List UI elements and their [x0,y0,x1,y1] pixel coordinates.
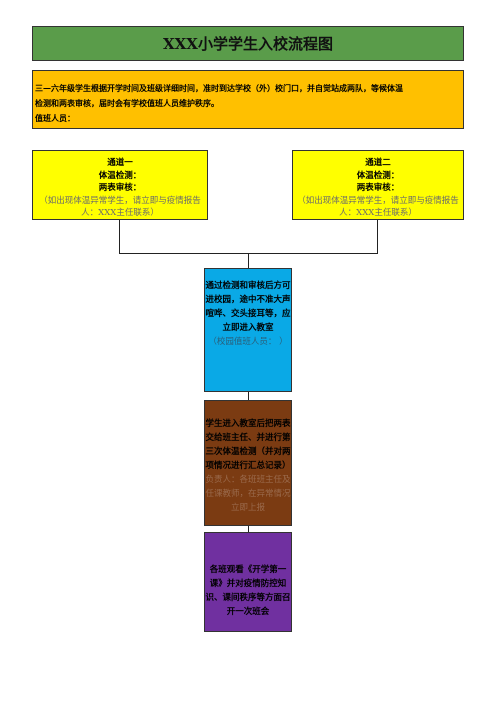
channel-2-temp-check: 体温检测： [356,170,400,181]
step-2-box: 学生进入教室后把两表交给班主任、并进行第三次体温检测（并对两项情况进行汇总记录）… [204,400,292,526]
step-3-text: 各班观看《开学第一课》并对疫情防控知识、课间秩序等方面召开一次班会 [205,565,291,617]
flowchart-title: XXX小学学生入校流程图 [163,35,333,53]
connector-to-step-1 [248,253,249,268]
channel-2-form-review: 两表审核： [356,183,400,193]
flowchart-title-box: XXX小学学生入校流程图 [32,26,464,61]
connector-step-1-to-2 [248,392,249,400]
channel-1-name: 通道一 [107,158,133,168]
connector-channel-1-down [119,220,120,254]
intro-line-3: 值班人员： [35,113,75,123]
channel-1-form-review: 两表审核： [98,183,142,193]
step-2-text: 学生进入教室后把两表交给班主任、并进行第三次体温检测（并对两项情况进行汇总记录） [205,419,291,471]
channel-2-note: （如出现体温异常学生，请立即与疫情报告人：XXX主任联系） [297,195,459,219]
step-3-box: 各班观看《开学第一课》并对疫情防控知识、课间秩序等方面召开一次班会 [204,532,292,632]
channel-1-note: （如出现体温异常学生，请立即与疫情报告人：XXX主任联系） [39,195,201,219]
step-1-box: 通过检测和审核后方可进校园，途中不准大声喧哗、交头接耳等，应立即进入教室 （校园… [204,268,292,392]
step-2-note: 负责人：各班班主任及任课教师，在异常情况立即上报 [205,475,291,513]
intro-line-1: 三—六年级学生根据开学时间及班级详细时间，准时到达学校（外）校门口，并自觉站成两… [35,83,403,93]
channel-1-temp-check: 体温检测： [98,170,142,181]
step-1-note: （校园值班人员： ） [208,337,288,347]
intro-line-2: 检测和两表审核，届时会有学校值班人员维护秩序。 [35,98,219,108]
connector-step-2-to-3 [248,526,249,532]
intro-box: 三—六年级学生根据开学时间及班级详细时间，准时到达学校（外）校门口，并自觉站成两… [32,70,464,129]
channel-1-box: 通道一 体温检测： 两表审核： （如出现体温异常学生，请立即与疫情报告人：XXX… [32,150,208,220]
step-1-text: 通过检测和审核后方可进校园，途中不准大声喧哗、交头接耳等，应立即进入教室 [205,281,291,333]
connector-channel-2-down [377,220,378,254]
channel-2-box: 通道二 体温检测： 两表审核： （如出现体温异常学生，请立即与疫情报告人：XXX… [292,150,464,220]
channel-2-name: 通道二 [365,158,391,168]
